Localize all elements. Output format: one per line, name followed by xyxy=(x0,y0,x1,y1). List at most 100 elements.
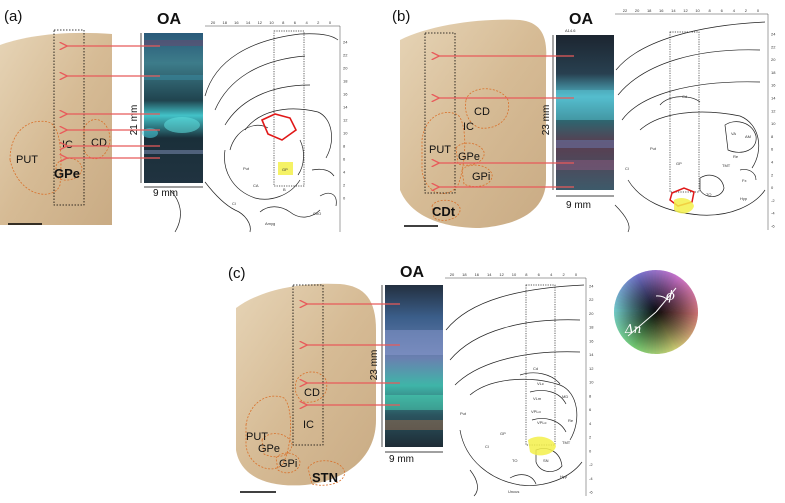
region-label-ic: IC xyxy=(463,121,474,133)
region-label-put: PUT xyxy=(16,154,38,166)
ruler-tick-label: 16 xyxy=(234,20,239,25)
atlas-label: Re xyxy=(568,418,574,423)
ruler-tick-label: 14 xyxy=(487,272,492,277)
atlas-title: OA xyxy=(569,11,593,28)
ps-oct-texture xyxy=(385,330,443,430)
atlas-label: Re xyxy=(733,154,739,159)
atlas-label: MD xyxy=(562,394,568,399)
ruler-tick-label: 4 xyxy=(589,421,592,426)
panel-a: (a) PUT IC CD GPe 21 mm 9 mm xyxy=(0,8,348,233)
ruler-tick-label: 12 xyxy=(499,272,504,277)
ruler-tick-label: 4 xyxy=(550,272,553,277)
ruler-tick-label: 20 xyxy=(450,272,455,277)
atlas-label: VLm xyxy=(533,396,542,401)
ruler-tick-label: 8 xyxy=(771,134,774,139)
ruler-tick-label: -6 xyxy=(589,490,593,495)
retardance-symbol: Δn xyxy=(624,322,641,336)
panel-c: (c) CD IC PUT GPe GPi STN 23 mm 9 mm xyxy=(228,264,594,497)
region-outline-gpi xyxy=(275,452,301,474)
ruler-tick-label: 6 xyxy=(721,8,724,13)
ruler-tick-label: 12 xyxy=(258,20,263,25)
ruler-tick-label: 10 xyxy=(695,8,700,13)
ruler-tick-label: 6 xyxy=(589,407,592,412)
region-label-gpi: GPi xyxy=(279,458,297,470)
atlas-label: Cd xyxy=(533,366,538,371)
ruler-tick-label: 2 xyxy=(745,8,748,13)
ruler-tick-label: 4 xyxy=(733,8,736,13)
atlas-label: Cl xyxy=(485,444,489,449)
ruler-tick-label: 20 xyxy=(635,8,640,13)
roi-outline xyxy=(260,113,298,141)
ruler-tick-label: 12 xyxy=(343,118,348,123)
ruler-tick-label: 2 xyxy=(562,272,565,277)
highlight-gp xyxy=(278,162,293,175)
atlas-label: Fx xyxy=(742,178,746,183)
radius-ray xyxy=(627,311,657,337)
atlas-label: GP xyxy=(500,431,506,436)
sampling-box xyxy=(53,29,85,206)
ruler-tick-label: 12 xyxy=(683,8,688,13)
angle-arc xyxy=(655,295,669,301)
region-outline-cd xyxy=(83,119,111,160)
region-label-cd: CD xyxy=(474,106,490,118)
ruler-tick-label: -2 xyxy=(771,198,775,203)
ruler-tick-label: 16 xyxy=(771,83,776,88)
ruler-tick-label: 10 xyxy=(589,380,594,385)
atlas-label: TO xyxy=(512,458,517,463)
atlas-label: AM xyxy=(745,134,751,139)
region-outline-gpe xyxy=(261,433,293,458)
ruler-tick-label: 10 xyxy=(269,20,274,25)
atlas-label: Put xyxy=(243,166,250,171)
atlas-label: Hyp xyxy=(740,196,748,201)
ruler-tick-label: 24 xyxy=(589,284,594,289)
ruler-tick-label: 20 xyxy=(211,20,216,25)
ruler-tick-label: 16 xyxy=(475,272,480,277)
ruler-tick-label: 14 xyxy=(771,96,776,101)
angle-ray xyxy=(655,287,677,313)
atlas-drawing xyxy=(445,284,585,497)
region-label-cd: CD xyxy=(91,137,107,149)
ruler-tick-label: 16 xyxy=(343,92,348,97)
ruler-tick-label: 18 xyxy=(343,79,348,84)
sampling-box xyxy=(292,284,324,446)
ruler-tick-label: 2 xyxy=(771,172,774,177)
atlas-label: Put xyxy=(650,146,657,151)
height-label: 23 mm xyxy=(541,105,552,136)
region-label-cd: CD xyxy=(304,387,320,399)
correspondence-arrows xyxy=(66,46,160,158)
atlas-label: Cd xyxy=(682,94,687,99)
region-outline-put xyxy=(9,120,62,195)
ruler-tick-label: 8 xyxy=(589,393,592,398)
ruler-tick-label: 20 xyxy=(771,57,776,62)
panel-b: (b) CD IC PUT GPe GPi CDt 23 mm 9 mm xyxy=(392,8,776,233)
atlas-label: Hyp xyxy=(560,474,568,479)
ruler-tick-label: 4 xyxy=(771,160,774,165)
ps-oct-texture xyxy=(556,90,614,170)
atlas-label: Put xyxy=(460,411,467,416)
ruler-tick-label: 22 xyxy=(589,297,594,302)
atlas-label: GP xyxy=(282,167,288,172)
height-label: 21 mm xyxy=(129,105,140,136)
atlas-label: Cl xyxy=(625,166,629,171)
ruler-tick-label: 22 xyxy=(623,8,628,13)
atlas-code: A14.6 xyxy=(565,28,576,33)
ruler-tick-label: 18 xyxy=(462,272,467,277)
ruler-tick-label: 14 xyxy=(343,105,348,110)
ruler-tick-label: 24 xyxy=(343,40,348,45)
ruler-tick-label: 14 xyxy=(671,8,676,13)
sampling-box xyxy=(424,32,456,194)
ruler-tick-label: 2 xyxy=(343,183,346,188)
region-outline-put xyxy=(245,395,291,470)
highlight-stn xyxy=(528,436,556,456)
region-outline-cdt xyxy=(431,199,461,221)
region-label-put: PUT xyxy=(246,431,268,443)
color-wheel-legend: ϕ Δn xyxy=(614,270,699,354)
panel-label: (b) xyxy=(392,8,410,25)
correspondence-arrows xyxy=(438,56,574,187)
ruler-tick-label: 16 xyxy=(589,338,594,343)
ruler-tick-label: 14 xyxy=(246,20,251,25)
width-label: 9 mm xyxy=(153,188,178,199)
atlas-label: Amyg xyxy=(265,221,275,226)
region-outline-stn xyxy=(307,460,345,486)
